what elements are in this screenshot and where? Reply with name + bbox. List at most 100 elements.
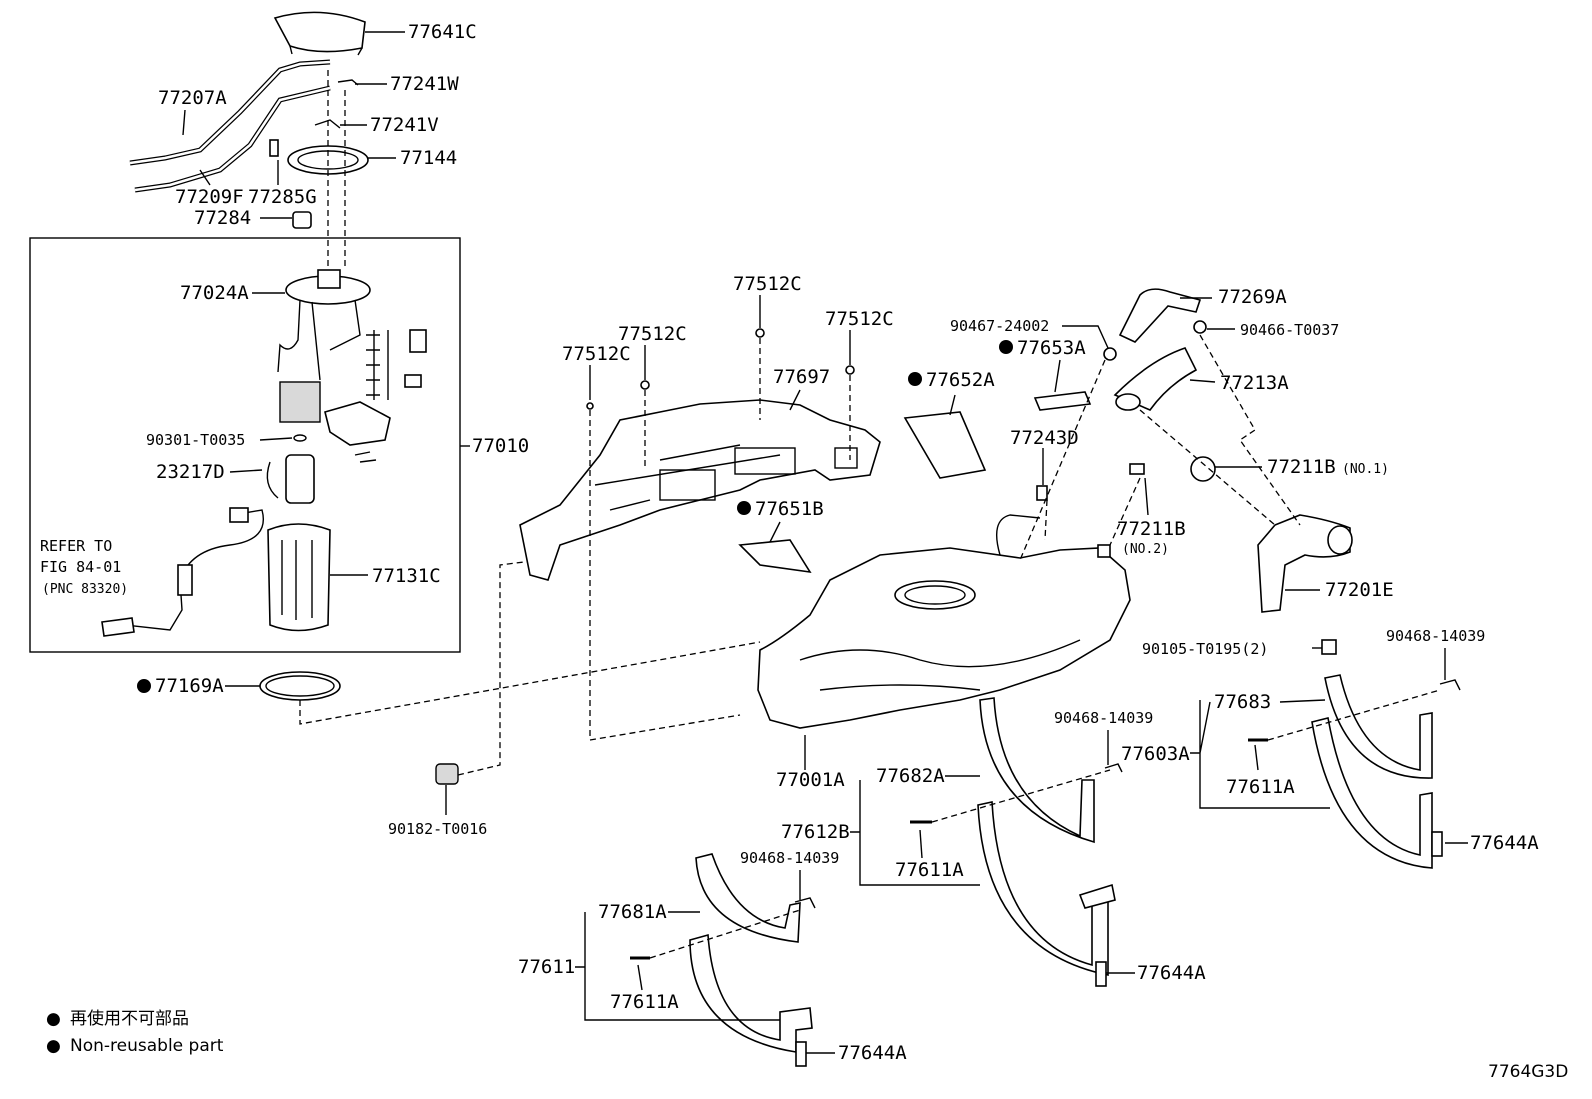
bracket-90468-center <box>1104 763 1123 773</box>
label-77241V: 77241V <box>370 114 439 136</box>
bracket-90468-left <box>794 897 816 909</box>
label-77213A: 77213A <box>1220 372 1289 394</box>
pad-77652A <box>903 411 987 479</box>
label-77131C: 77131C <box>372 565 441 587</box>
legend-japanese: 再使用不可部品 <box>70 1008 189 1029</box>
pump-assembly-box <box>29 237 461 653</box>
label-77697: 77697 <box>773 366 830 388</box>
clip-77243D <box>1036 485 1048 501</box>
label-no2: (NO.2) <box>1122 542 1169 557</box>
clamp-77211B-no2 <box>1129 463 1145 475</box>
strap-77681A <box>695 853 801 943</box>
fuel-pump-cover-77641C <box>273 11 366 56</box>
label-77207A: 77207A <box>158 87 227 109</box>
cushion-90182 <box>435 763 459 785</box>
label-77241W: 77241W <box>390 73 459 95</box>
clamp-90466 <box>1193 320 1207 334</box>
bolt-77644A-center <box>1095 961 1107 987</box>
label-77169A: 77169A <box>155 675 224 697</box>
label-77611A-a: 77611A <box>1226 776 1295 798</box>
label-77611: 77611 <box>518 956 575 978</box>
refer-line3: (PNC 83320) <box>42 582 128 597</box>
label-77683: 77683 <box>1214 691 1271 713</box>
label-77512C-b: 77512C <box>618 323 687 345</box>
bracket-90468-right <box>1439 679 1461 691</box>
diagram-code: 7764G3D <box>1488 1062 1568 1082</box>
bolt-77644A-left <box>795 1041 807 1067</box>
non-reusable-marker <box>999 340 1013 354</box>
label-90182: 90182-T0016 <box>388 820 487 838</box>
label-23217D: 23217D <box>156 461 225 483</box>
label-77512C-c: 77512C <box>733 273 802 295</box>
fuel-tank-77001A <box>757 514 1131 729</box>
filler-hose-77213A <box>1113 347 1198 411</box>
harness-wire <box>101 507 264 637</box>
non-reusable-marker <box>137 679 151 693</box>
label-77243D: 77243D <box>1010 427 1079 449</box>
label-77644A-c: 77644A <box>838 1042 907 1064</box>
label-90467: 90467-24002 <box>950 317 1049 335</box>
legend-english: Non-reusable part <box>70 1036 224 1056</box>
tank-protector-77697 <box>519 399 881 581</box>
label-77652A: 77652A <box>926 369 995 391</box>
label-77269A: 77269A <box>1218 286 1287 308</box>
sender-gauge-77024A <box>277 269 427 446</box>
label-77603A: 77603A <box>1121 743 1190 765</box>
fuel-lines-77207A <box>129 59 331 193</box>
legend-marker: ● <box>46 1009 61 1029</box>
label-77144: 77144 <box>400 147 457 169</box>
leader-lines <box>182 31 1468 1054</box>
label-77010: 77010 <box>472 435 529 457</box>
clamp-90467 <box>1103 347 1117 361</box>
strap-77611 <box>689 933 813 1053</box>
bolt-90105 <box>1321 639 1337 655</box>
strap-77683 <box>1324 674 1433 779</box>
breather-hose-77269A <box>1118 288 1202 343</box>
label-77681A: 77681A <box>598 901 667 923</box>
pad-77653A <box>1033 391 1092 411</box>
strap-77612B <box>977 801 1116 976</box>
label-90468-a: 90468-14039 <box>1386 627 1485 645</box>
bolt-77512C <box>586 328 855 410</box>
label-77285G: 77285G <box>248 186 317 208</box>
label-77611A-b: 77611A <box>895 859 964 881</box>
clamp-77284 <box>292 211 312 229</box>
refer-line1: REFER TO <box>40 537 112 555</box>
strap-77682A <box>979 697 1095 844</box>
label-77651B: 77651B <box>755 498 824 520</box>
label-90466: 90466-T0037 <box>1240 321 1339 339</box>
non-reusable-marker <box>908 372 922 386</box>
part-labels: 77641C 77207A 77241W 77241V 77144 77209F… <box>40 21 1539 1064</box>
legend: ● 再使用不可部品 ● Non-reusable part <box>46 1008 224 1056</box>
label-no1: (NO.1) <box>1342 462 1389 477</box>
label-90105: 90105-T0195(2) <box>1142 640 1268 658</box>
bolt-77644A-right <box>1431 831 1443 857</box>
label-77644A-b: 77644A <box>1137 962 1206 984</box>
strap-77603A <box>1311 717 1433 869</box>
label-77644A-a: 77644A <box>1470 832 1539 854</box>
clip-77241V <box>314 119 341 129</box>
label-90301: 90301-T0035 <box>146 431 245 449</box>
legend-marker: ● <box>46 1036 61 1056</box>
o-ring-90301 <box>293 434 307 442</box>
label-77024A: 77024A <box>180 282 249 304</box>
label-77512C-d: 77512C <box>825 308 894 330</box>
label-77653A: 77653A <box>1017 337 1086 359</box>
label-90468-b: 90468-14039 <box>1054 709 1153 727</box>
fuel-pump-23217D <box>266 451 377 504</box>
clamp-77211B-no1 <box>1190 456 1216 482</box>
label-77612B: 77612B <box>781 821 850 843</box>
filter-case-77131C <box>267 523 331 632</box>
label-77512C-a: 77512C <box>562 343 631 365</box>
refer-line2: FIG 84-01 <box>40 558 121 576</box>
label-77284: 77284 <box>194 207 251 229</box>
label-77211B-no1: 77211B <box>1267 456 1336 478</box>
label-77001A: 77001A <box>776 769 845 791</box>
connector-77285G <box>269 139 279 157</box>
label-77209F: 77209F <box>175 186 244 208</box>
label-77682A: 77682A <box>876 765 945 787</box>
label-90468-c: 90468-14039 <box>740 849 839 867</box>
pad-77651B <box>738 539 812 574</box>
filler-pipe-77201E <box>1257 514 1353 613</box>
